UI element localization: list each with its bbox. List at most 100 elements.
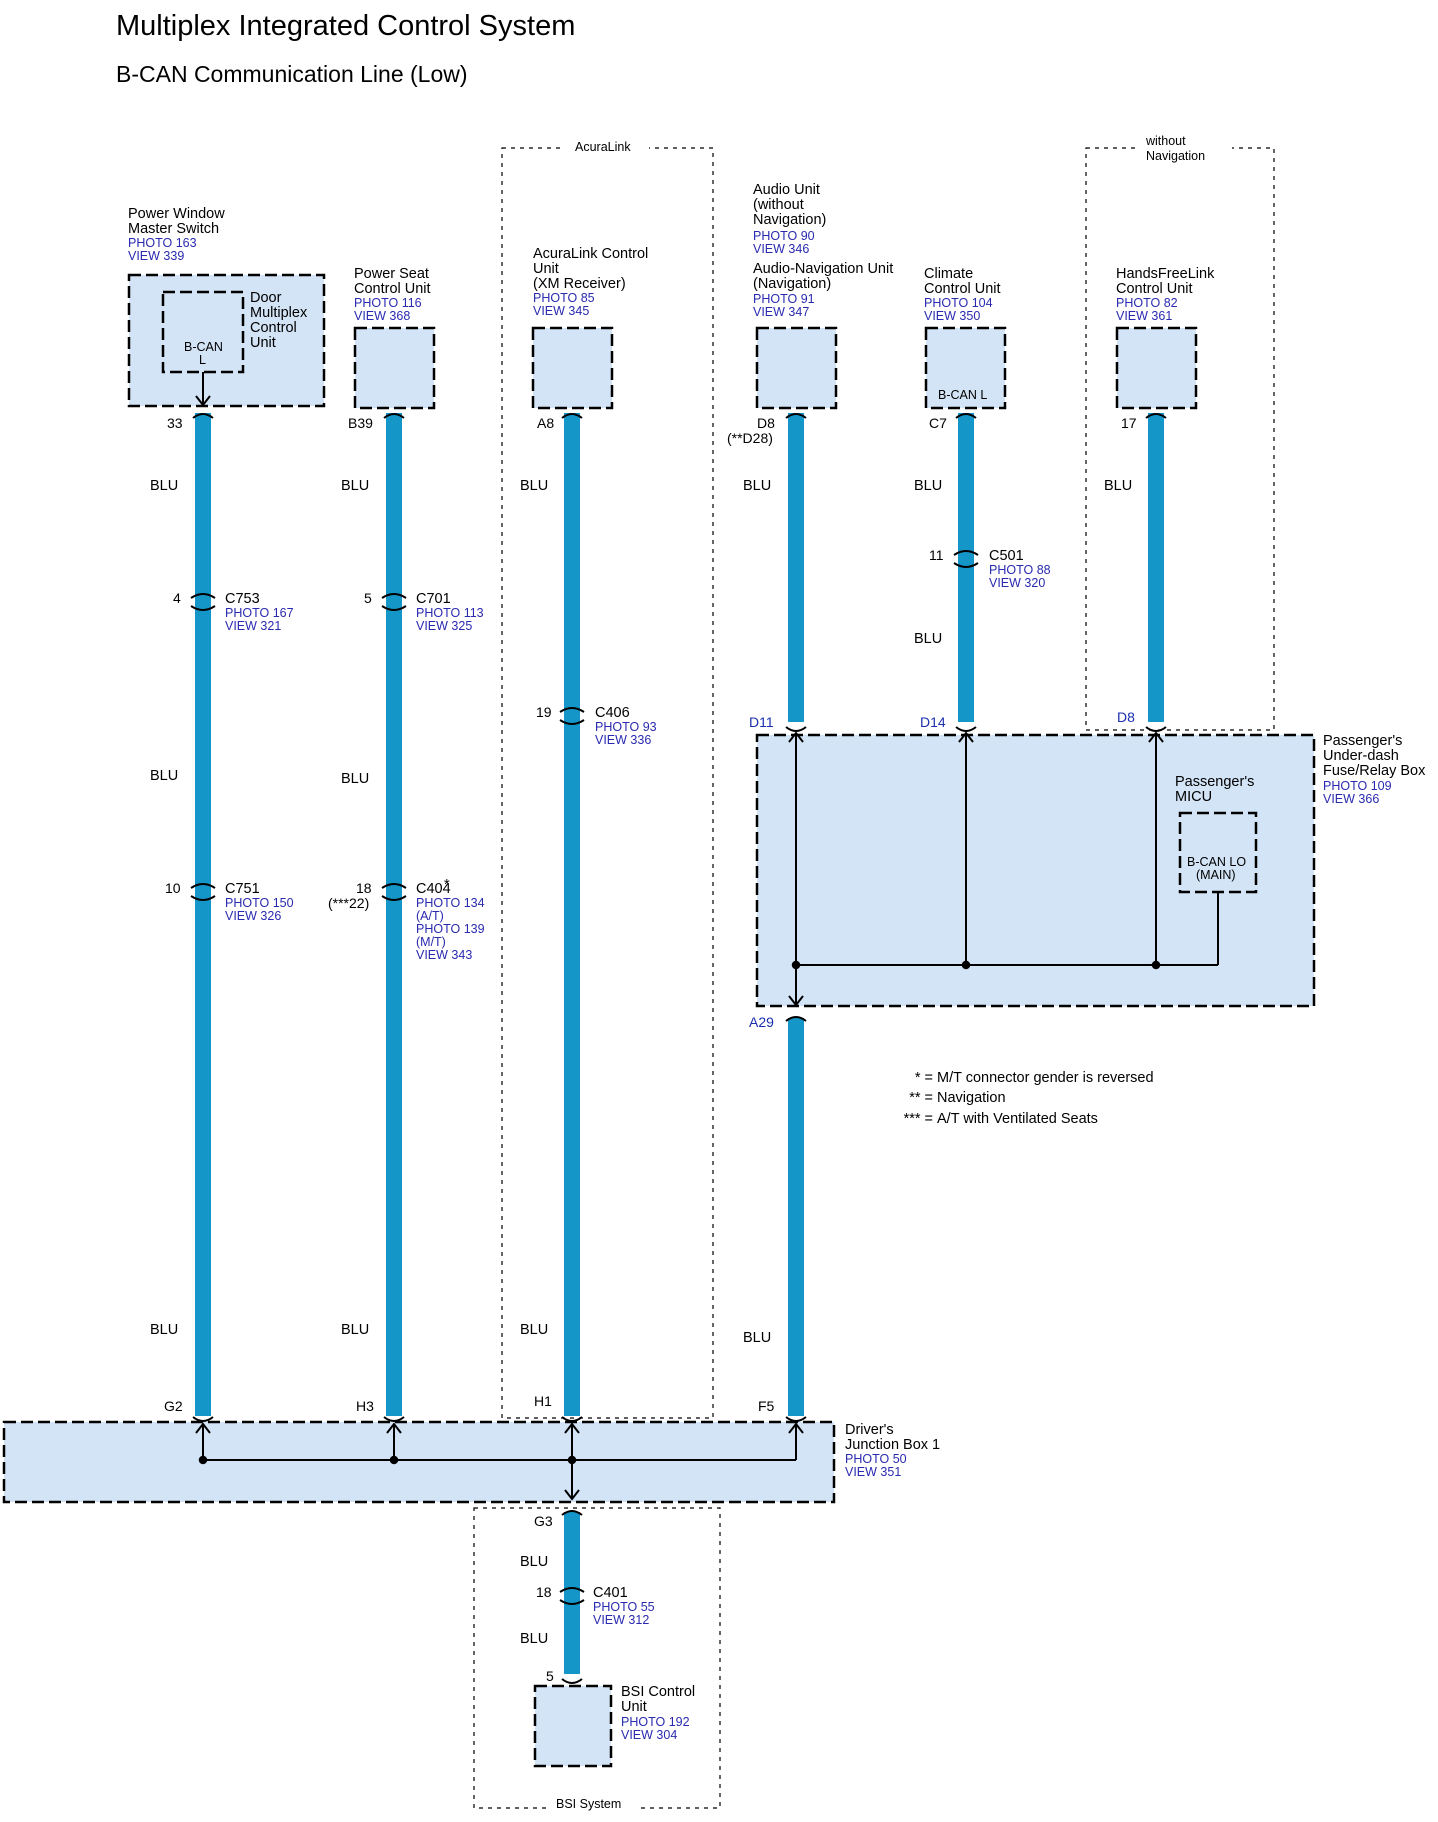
without-nav-label-line1: without [1145, 134, 1186, 148]
pin-hf-top: 17 [1121, 415, 1137, 431]
inline-c753 [190, 593, 216, 611]
c751-pin: 10 [165, 880, 181, 896]
terminal-bsi-top [561, 1678, 583, 1684]
c404-mark: * [444, 877, 450, 893]
junction-arrow-g2 [195, 1422, 211, 1434]
pin-cl-top: C7 [929, 415, 947, 431]
power-window-label-line1: Power Window [128, 206, 225, 222]
terminal-bsi-jb [561, 1510, 583, 1516]
c753-view: VIEW 321 [225, 619, 281, 633]
passenger-micu-box [1178, 811, 1258, 894]
c701-view: VIEW 325 [416, 619, 472, 633]
c701-photo: PHOTO 113 [416, 606, 484, 620]
terminal-cl-fuse [955, 726, 977, 732]
wire-color-ps-3: BLU [341, 1322, 369, 1338]
pin-hf-fuse: D8 [1117, 709, 1135, 725]
audio-unit-view: VIEW 346 [753, 242, 809, 256]
c401-pin: 18 [536, 1584, 552, 1600]
audio-nav-label-line1: Audio-Navigation Unit [753, 261, 893, 277]
handsfree-view: VIEW 361 [1116, 309, 1172, 323]
power-window-label-line2: Master Switch [128, 221, 219, 237]
terminal-hf-fuse [1145, 726, 1167, 732]
door-mcu-terminal-line2: L [199, 353, 206, 367]
terminal-ps-top [383, 413, 405, 419]
climate-label-line1: Climate [924, 266, 973, 282]
audio-unit-label-line1: Audio Unit [753, 182, 820, 198]
bsi-label-line2: Unit [621, 1699, 647, 1715]
pass-fuse-label-line1: Passenger's [1323, 733, 1402, 749]
acuralink-group-label-bg [565, 138, 649, 158]
wire-color-pw-1: BLU [150, 478, 178, 494]
pin-au-jb: F5 [758, 1398, 775, 1414]
audio-unit-label-line2: (without [753, 197, 804, 213]
audio-unit-box [755, 326, 838, 410]
wire-color-al-2: BLU [520, 1322, 548, 1338]
note-3-text: A/T with Ventilated Seats [937, 1111, 1098, 1127]
climate-view: VIEW 350 [924, 309, 980, 323]
driver-jb-photo: PHOTO 50 [845, 1452, 907, 1466]
power-seat-photo: PHOTO 116 [354, 296, 422, 310]
handsfree-label-line1: HandsFreeLink [1116, 266, 1215, 282]
without-nav-label-bg [1138, 130, 1232, 166]
acuralink-group-box [501, 147, 714, 1419]
c501-view: VIEW 320 [989, 576, 1045, 590]
terminal-al-jb [561, 1416, 583, 1422]
climate-control-unit-box [924, 326, 1007, 410]
bsi-group-label-bg [550, 1794, 640, 1814]
note-2-mark: ** = [909, 1090, 933, 1106]
handsfree-photo: PHOTO 82 [1116, 296, 1178, 310]
c404-pin: 18 [356, 880, 372, 896]
door-mcu-terminal-line1: B-CAN [184, 340, 223, 354]
c406-name: C406 [595, 705, 630, 721]
c404-note2: (M/T) [416, 935, 446, 949]
wire-color-ps-1: BLU [341, 478, 369, 494]
c701-name: C701 [416, 591, 451, 607]
pin-pw-jb: G2 [164, 1398, 183, 1414]
junction-arrow-g3 [564, 1489, 580, 1501]
fuse-junction-dot-2 [961, 960, 971, 970]
c751-photo: PHOTO 150 [225, 896, 294, 910]
handsfreelink-control-unit-box [1115, 326, 1198, 410]
micu-terminal-line2: (MAIN) [1196, 868, 1236, 882]
acuralink-photo: PHOTO 85 [533, 291, 595, 305]
c401-photo: PHOTO 55 [593, 1600, 655, 1614]
terminal-hf-top [1145, 413, 1167, 419]
inline-c501 [953, 550, 979, 568]
power-seat-view: VIEW 368 [354, 309, 410, 323]
fuse-arrow-d11 [788, 731, 804, 743]
power-seat-label-line2: Control Unit [354, 281, 431, 297]
pin-cl-fuse: D14 [920, 714, 946, 730]
page-title: Multiplex Integrated Control System [116, 10, 575, 42]
without-nav-group-box [1085, 147, 1275, 731]
terminal-au-jb [785, 1416, 807, 1422]
acuralink-label-line3: (XM Receiver) [533, 276, 626, 292]
c753-name: C753 [225, 591, 260, 607]
fuse-arrow-d8 [1148, 731, 1164, 743]
c401-view: VIEW 312 [593, 1613, 649, 1627]
micu-terminal-line1: B-CAN LO [1187, 855, 1246, 869]
inline-connector-symbols [190, 550, 979, 1605]
pass-fuse-label-line2: Under-dash [1323, 748, 1399, 764]
terminal-ps-jb [383, 1416, 405, 1422]
pin-bsi-jb: G3 [534, 1513, 553, 1529]
wire-color-cl-1: BLU [914, 478, 942, 494]
c701-pin: 5 [364, 590, 372, 606]
bsi-group-label: BSI System [556, 1797, 621, 1811]
pin-pw-top: 33 [167, 415, 183, 431]
fuse-arrow-d14 [958, 731, 974, 743]
wire-color-pw-2: BLU [150, 768, 178, 784]
pin-au-fuse: D11 [749, 714, 774, 730]
terminal-symbols [192, 413, 1167, 1684]
c404-name: C404 [416, 881, 451, 897]
pin-al-jb: H1 [534, 1393, 552, 1409]
fuse-junction-dot-3 [1151, 960, 1161, 970]
junction-arrow-h3 [386, 1422, 402, 1434]
c404-photo2: PHOTO 139 [416, 922, 485, 936]
pass-fuse-view: VIEW 366 [1323, 792, 1379, 806]
audio-nav-photo: PHOTO 91 [753, 292, 815, 306]
terminal-pw-jb [192, 1416, 214, 1422]
driver-jb-label-line2: Junction Box 1 [845, 1437, 940, 1453]
c401-name: C401 [593, 1585, 628, 1601]
pass-micu-label-line2: MICU [1175, 789, 1212, 805]
bsi-control-unit-box [533, 1684, 613, 1768]
